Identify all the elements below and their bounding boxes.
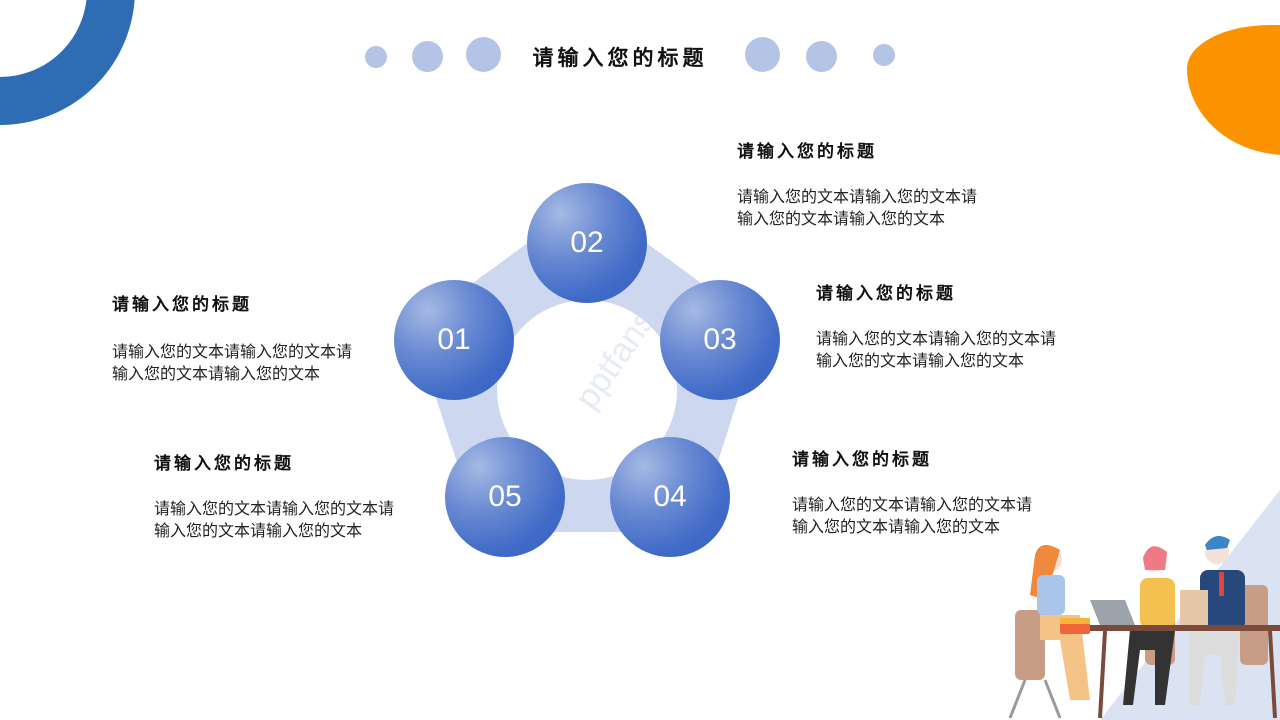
node-label: 05 — [488, 480, 522, 513]
item-text: 请输入您的文本请输入您的文本请输入您的文本请输入您的文本 — [154, 499, 395, 540]
item-block-05: 请输入您的标题 请输入您的文本请输入您的文本请输入您的文本请输入您的文本 — [154, 449, 402, 542]
item-title: 请输入您的标题 — [816, 284, 956, 304]
node-label: 01 — [437, 323, 471, 356]
node-label: 02 — [570, 226, 604, 259]
item-block-04: 请输入您的标题 请输入您的文本请输入您的文本请输入您的文本请输入您的文本 — [792, 445, 1040, 538]
title-dot — [466, 37, 501, 72]
item-text: 请输入您的文本请输入您的文本请输入您的文本请输入您的文本 — [112, 342, 353, 383]
item-title: 请输入您的标题 — [154, 454, 294, 474]
title-dot — [365, 46, 387, 68]
cycle-node-03: 03 — [660, 280, 780, 400]
item-block-01: 请输入您的标题 请输入您的文本请输入您的文本请输入您的文本请输入您的文本 — [112, 290, 360, 385]
item-text: 请输入您的文本请输入您的文本请输入您的文本请输入您的文本 — [737, 187, 978, 228]
item-text: 请输入您的文本请输入您的文本请输入您的文本请输入您的文本 — [816, 329, 1057, 370]
cycle-node-01: 01 — [394, 280, 514, 400]
meeting-illustration — [1008, 536, 1280, 719]
item-block-03: 请输入您的标题 请输入您的文本请输入您的文本请输入您的文本请输入您的文本 — [816, 279, 1064, 372]
node-label: 03 — [703, 323, 737, 356]
item-title: 请输入您的标题 — [792, 450, 932, 470]
title-dot — [745, 37, 780, 72]
node-label: 04 — [653, 480, 687, 513]
slide-title: 请输入您的标题 — [532, 45, 708, 70]
item-title: 请输入您的标题 — [737, 142, 877, 162]
cycle-node-02: 02 — [527, 183, 647, 303]
title-dot — [412, 41, 443, 72]
cycle-node-04: 04 — [610, 437, 730, 557]
cycle-node-05: 05 — [445, 437, 565, 557]
title-dot — [806, 41, 837, 72]
title-dot — [873, 44, 895, 66]
item-text: 请输入您的文本请输入您的文本请输入您的文本请输入您的文本 — [792, 495, 1033, 536]
item-title: 请输入您的标题 — [112, 295, 252, 315]
item-block-02: 请输入您的标题 请输入您的文本请输入您的文本请输入您的文本请输入您的文本 — [737, 137, 985, 230]
